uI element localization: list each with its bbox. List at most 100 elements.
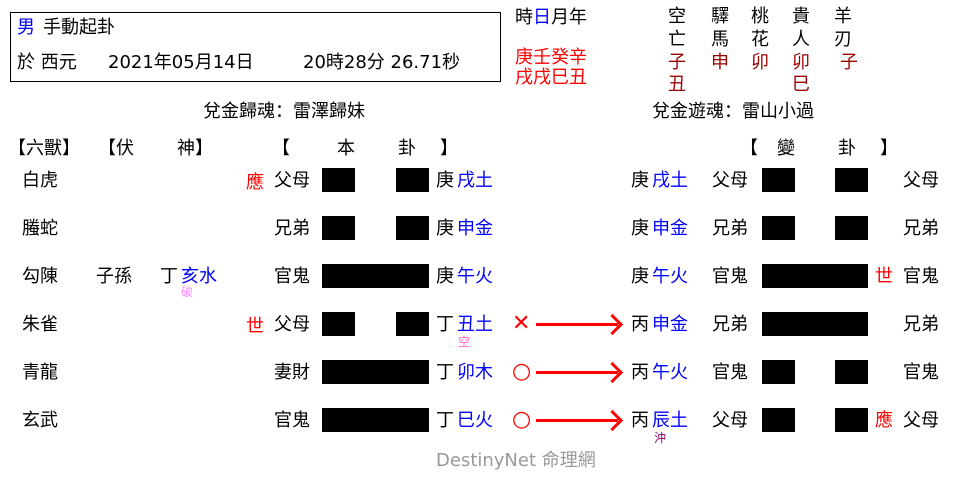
changed-relation: 官鬼 — [712, 266, 748, 287]
main-header-1: 本 — [337, 138, 355, 159]
change-arrow-shaft — [536, 419, 618, 422]
change-arrow-shaft — [536, 323, 618, 326]
broken-note: 破 — [181, 285, 194, 299]
moving-yin-cross-icon: ✕ — [512, 311, 531, 336]
shensha-name-bottom: 馬 — [711, 29, 729, 50]
shensha-value: 子 — [840, 52, 858, 73]
shensha-name-top: 貴 — [792, 6, 810, 27]
shensha-value: 子 — [668, 52, 686, 73]
yin-line-right — [396, 312, 429, 336]
six-relation: 官鬼 — [274, 266, 310, 287]
changed-relation-right: 兄弟 — [903, 218, 939, 239]
changed-relation: 官鬼 — [712, 362, 748, 383]
shensha-name-bottom: 刃 — [834, 29, 852, 50]
shensha-name-bottom: 花 — [751, 29, 769, 50]
changed-stem: 丙 — [631, 314, 649, 335]
shensha-name-top: 桃 — [751, 6, 769, 27]
shensha-value: 卯 — [792, 52, 810, 73]
line-stem: 庚 — [436, 218, 454, 239]
hidden-branch: 亥水 — [181, 266, 217, 287]
main-header-close: 】 — [440, 138, 458, 159]
yin-line-left — [322, 168, 355, 192]
line-branch: 巳火 — [457, 410, 493, 431]
line-branch: 丑土 — [457, 314, 493, 335]
changed-yin-line-left — [762, 168, 795, 192]
changed-yang-line — [762, 264, 868, 288]
yang-line — [322, 264, 429, 288]
yin-line-right — [396, 216, 429, 240]
changed-relation-right: 父母 — [903, 410, 939, 431]
void-note: 空 — [458, 335, 471, 349]
shensha-value: 丑 — [668, 74, 686, 95]
divination-info-box — [10, 12, 501, 82]
changed-yang-line — [762, 312, 868, 336]
changed-branch: 午火 — [652, 362, 688, 383]
changed-branch: 戌土 — [652, 170, 688, 191]
line-branch: 午火 — [457, 266, 493, 287]
changed-relation-right: 官鬼 — [903, 362, 939, 383]
line-branch: 申金 — [457, 218, 493, 239]
six-relation: 父母 — [274, 170, 310, 191]
six-relation: 官鬼 — [274, 410, 310, 431]
shensha-value: 巳 — [792, 74, 810, 95]
moving-yang-circle-icon: ○ — [512, 359, 532, 384]
date-value: 2021年05月14日 — [108, 52, 254, 73]
changed-relation: 父母 — [712, 410, 748, 431]
changed-stem: 庚 — [631, 266, 649, 287]
yin-line-right — [396, 168, 429, 192]
year-label: 年 — [569, 7, 587, 28]
changed-stem: 丙 — [631, 362, 649, 383]
changed-branch: 午火 — [652, 266, 688, 287]
line-stem: 庚 — [436, 266, 454, 287]
six-relation: 兄弟 — [274, 218, 310, 239]
line-marker: 應 — [246, 172, 264, 193]
changed-yin-line-left — [762, 360, 795, 384]
changed-header-1: 變 — [777, 138, 795, 159]
arrow-right-icon — [601, 313, 624, 336]
hidden-relation: 子孫 — [96, 266, 132, 287]
changed-line-marker: 世 — [875, 266, 893, 287]
clash-note: 沖 — [654, 431, 667, 445]
changed-header-2: 卦 — [838, 138, 856, 159]
arrow-right-icon — [601, 409, 624, 432]
six-beast: 朱雀 — [22, 314, 58, 335]
hidden-stem: 丁 — [160, 266, 178, 287]
line-marker: 世 — [246, 316, 264, 337]
main-header-2: 卦 — [398, 138, 416, 159]
changed-yin-line-left — [762, 216, 795, 240]
shensha-name-top: 空 — [668, 6, 686, 27]
changed-header-open: 【 — [740, 138, 758, 159]
changed-stem: 庚 — [631, 170, 649, 191]
date-prefix: 於 西元 — [17, 52, 77, 73]
changed-header-close: 】 — [880, 138, 898, 159]
six-beast: 勾陳 — [22, 266, 58, 287]
shensha-value: 卯 — [751, 52, 769, 73]
six-beast: 螣蛇 — [22, 218, 58, 239]
day-label: 日 — [533, 7, 551, 28]
hidden-spirit-header-close: 神】 — [177, 138, 213, 159]
line-stem: 丁 — [436, 410, 454, 431]
changed-stem: 丙 — [631, 410, 649, 431]
yin-line-left — [322, 216, 355, 240]
changed-stem: 庚 — [631, 218, 649, 239]
changed-relation: 兄弟 — [712, 314, 748, 335]
main-header-open: 【 — [272, 138, 290, 159]
line-branch: 卯木 — [457, 362, 493, 383]
ganzhi-labels: 時日月年 — [515, 7, 587, 29]
hidden-spirit-header-open: 【伏 — [98, 138, 134, 159]
changed-branch: 辰土 — [652, 410, 688, 431]
changed-branch: 申金 — [652, 218, 688, 239]
shensha-name-bottom: 亡 — [668, 29, 686, 50]
changed-yin-line-left — [762, 408, 795, 432]
change-arrow-shaft — [536, 371, 618, 374]
line-branch: 戌土 — [457, 170, 493, 191]
changed-hexagram-title: 兌金遊魂：雷山小過 — [652, 101, 814, 122]
line-stem: 丁 — [436, 362, 454, 383]
yin-line-left — [322, 312, 355, 336]
changed-yin-line-right — [835, 360, 868, 384]
ganzhi-stems: 庚壬癸辛 — [515, 47, 587, 68]
month-label: 月 — [551, 7, 569, 28]
shensha-name-top: 羊 — [834, 6, 852, 27]
six-beast: 玄武 — [22, 410, 58, 431]
six-relation: 妻財 — [274, 362, 310, 383]
